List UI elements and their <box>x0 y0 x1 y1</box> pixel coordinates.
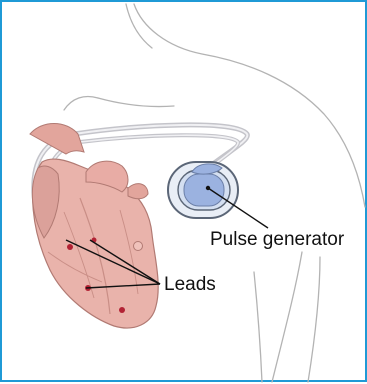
collarbone-line <box>64 97 98 111</box>
neck-outline <box>134 4 365 207</box>
torso-side-line <box>254 272 262 382</box>
arm-line-2 <box>308 257 320 382</box>
device-core <box>184 174 224 206</box>
pulse-generator-device <box>168 162 238 218</box>
superior-vessel <box>128 184 148 199</box>
heart <box>30 124 158 328</box>
lead-tip-3 <box>119 307 125 313</box>
leads-label: Leads <box>164 274 216 295</box>
aorta <box>30 124 84 155</box>
lead-tip-1 <box>67 244 73 250</box>
arm-line-1 <box>272 252 302 382</box>
chest-line <box>98 98 174 107</box>
pulse-generator-label: Pulse generator <box>210 229 345 250</box>
heart-node <box>134 242 143 251</box>
pulse-generator-leader-dot <box>206 186 210 190</box>
